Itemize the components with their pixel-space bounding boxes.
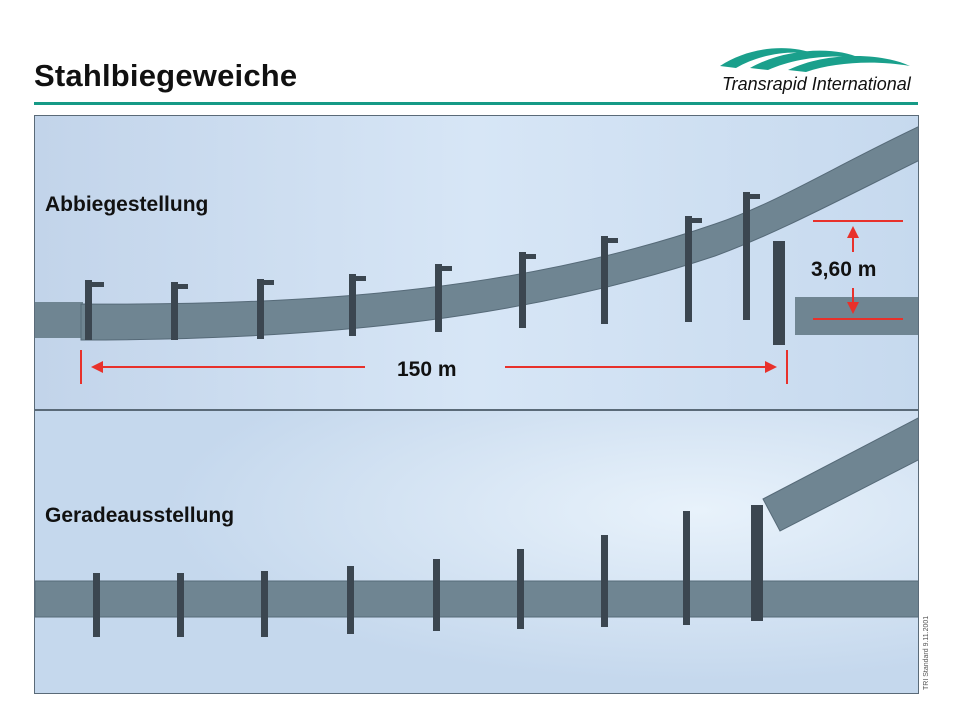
title-rule xyxy=(34,102,918,105)
slide-title: Stahlbiegeweiche xyxy=(34,58,298,93)
panel-label-abbiegestellung: Abbiegestellung xyxy=(45,193,209,216)
panel-label-geradeausstellung: Geradeausstellung xyxy=(45,504,235,527)
logo-text: Transrapid International xyxy=(722,74,911,94)
transrapid-logo-icon xyxy=(720,48,910,72)
footer-note: TRI Standard 9.11.2001 xyxy=(923,615,930,690)
switch-straight-photo: Geradeausstellung xyxy=(34,410,919,694)
dimension-offset-label: 3,60 m xyxy=(811,258,877,281)
switch-diverging-photo: Abbiegestellung 3,60 m 150 m xyxy=(34,115,919,410)
dimension-length-label: 150 m xyxy=(397,358,457,381)
